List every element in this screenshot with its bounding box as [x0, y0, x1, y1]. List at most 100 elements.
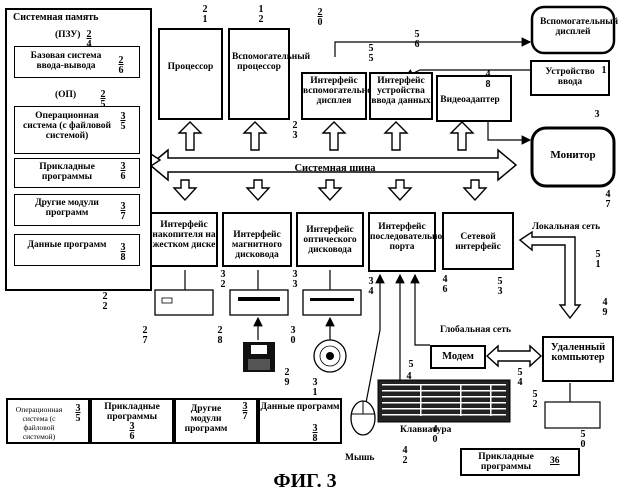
ref-46: 46 [440, 275, 450, 295]
os-label: Операционная система (с файловой системо… [18, 111, 116, 141]
ref-33: 33 [290, 270, 300, 290]
modem-label: Модем [432, 352, 484, 362]
ref-34: 34 [366, 277, 376, 297]
ram-label: (ОП) [55, 90, 76, 100]
ref-37: 37 [118, 202, 128, 222]
remote-computer-label: Удаленный компьютер [546, 343, 610, 363]
aux-processor-box[interactable] [228, 28, 290, 120]
bottom-ref-38: 38 [310, 424, 320, 444]
remote-apps-ref: 36 [550, 456, 560, 466]
ref-32: 32 [218, 270, 228, 290]
ref-25: 25 [98, 90, 108, 110]
system-bus-label: Системная шина [290, 164, 380, 174]
aux-display-line [335, 42, 530, 57]
ref-20: 20 [315, 8, 325, 28]
floppy-disk-icon [243, 342, 275, 372]
ref-52: 52 [530, 390, 540, 410]
hdd-interface-label: Интерфейс накопителя на жестком диске [152, 220, 216, 250]
input-interface-label: Интерфейс устройства ввода данных [371, 76, 431, 106]
aux-display-label: Вспомогательный дисплей [540, 17, 606, 37]
bus-link-input-if [385, 122, 407, 150]
aux-processor-label: Вспомогательный процессор [232, 52, 286, 72]
ref-53: 53 [495, 277, 505, 297]
aux-display-interface-label: Интерфейс вспомогательного дисплея [303, 76, 365, 106]
video-adapter-label: Видеоадаптер [440, 95, 500, 105]
network-interface-label: Сетевой интерфейс [446, 232, 510, 252]
ref-12: 12 [256, 5, 266, 25]
ref-36: 36 [118, 162, 128, 182]
keyboard-icon [378, 380, 510, 422]
mouse-label: Мышь [345, 453, 374, 463]
optical-drive-icon [303, 290, 361, 315]
bottom-ref-36: 36 [127, 422, 137, 442]
remote-storage-icon [545, 402, 600, 428]
modem-line [415, 275, 430, 345]
bios-label: Базовая система ввода-вывода [16, 51, 116, 71]
magnetic-interface-label: Интерфейс магнитного дисковода [224, 230, 290, 260]
ref-3: 3 [592, 110, 602, 120]
ref-26: 26 [116, 56, 126, 76]
ref-22: 22 [100, 292, 110, 312]
ref-24: 24 [84, 30, 94, 50]
keyboard-label: Клавиатура [400, 425, 451, 435]
global-network-label: Глобальная сеть [440, 325, 511, 335]
ref-56: 56 [412, 30, 422, 50]
other-modules-label: Другие модули программ [22, 198, 112, 218]
floppy-drive-icon [230, 290, 288, 315]
ref-5: 5 [406, 360, 416, 370]
ref-30: 30 [288, 326, 298, 346]
input-device-label: Устройство ввода [534, 67, 606, 87]
apps-label: Прикладные программы [22, 162, 112, 182]
bus-link-aux-processor [244, 122, 266, 150]
bus-link-network-if [464, 180, 486, 200]
ref-28: 28 [215, 326, 225, 346]
ref-49: 49 [600, 298, 610, 318]
bus-link-processor [179, 122, 201, 150]
ref-38: 38 [118, 243, 128, 263]
monitor-line [488, 120, 530, 140]
bottom-ref-35: 35 [73, 404, 83, 424]
bus-link-optical-if [319, 180, 341, 200]
processor-box[interactable] [158, 28, 223, 120]
rom-label: (ПЗУ) [55, 30, 80, 40]
monitor-label: Монитор [540, 150, 606, 160]
processor-label: Процессор [161, 62, 220, 72]
bus-link-magnetic-if [247, 180, 269, 200]
ref-55: 55 [366, 44, 376, 64]
ref-42: 42 [400, 446, 410, 466]
bus-link-serial-if [389, 180, 411, 200]
hdd-icon [155, 290, 213, 315]
serial-interface-label: Интерфейс последовательного порта [370, 222, 434, 252]
bottom-ref-37: 37 [240, 402, 250, 422]
ref-35: 35 [118, 112, 128, 132]
local-network-label: Локальная сеть [532, 222, 600, 232]
bus-link-video [451, 122, 473, 150]
ref-31: 31 [310, 378, 320, 398]
mouse-icon [351, 401, 375, 435]
ref-4: 4 [404, 372, 414, 382]
global-network-arrow [487, 346, 541, 366]
optical-interface-label: Интерфейс оптического дисковода [298, 225, 362, 255]
local-network-arrow [520, 232, 580, 318]
ref-54: 54 [515, 368, 525, 388]
system-memory-title: Системная память [13, 13, 98, 23]
remote-apps-label: Прикладные программы [470, 452, 542, 472]
bottom-os-label: Операционная система (с файловой системо… [8, 405, 70, 441]
ref-40: 40 [430, 425, 440, 445]
ref-1: 1 [599, 66, 609, 76]
bottom-other-label: Другие модули программ [176, 404, 236, 434]
ref-29: 29 [282, 368, 292, 388]
ref-47: 47 [603, 190, 613, 210]
ref-23: 23 [290, 121, 300, 141]
ref-51: 51 [593, 250, 603, 270]
bus-link-hdd-if [174, 180, 196, 200]
ref-21: 21 [200, 5, 210, 25]
bus-link-aux-display-if [323, 122, 345, 150]
data-label: Данные программ [22, 240, 112, 250]
ref-48: 48 [483, 70, 493, 90]
cd-icon [314, 340, 346, 372]
bottom-apps-label: Прикладные программы [92, 402, 172, 422]
ref-27: 27 [140, 326, 150, 346]
ref-50: 50 [578, 430, 588, 450]
bottom-data-label: Данные программ [260, 402, 340, 412]
